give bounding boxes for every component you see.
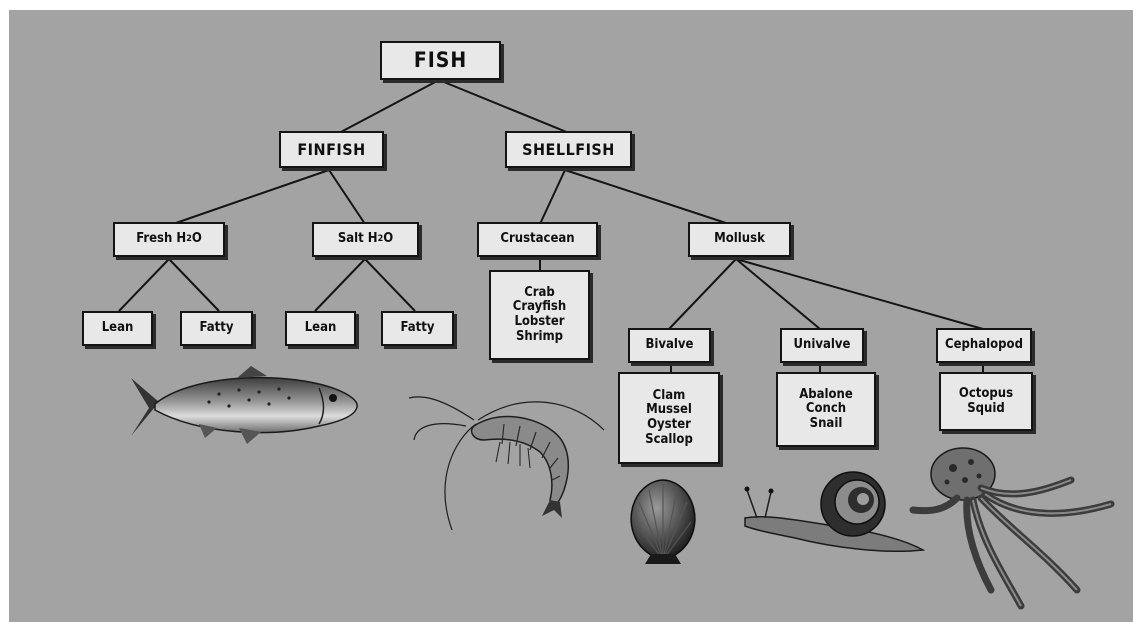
link-fish-shellfish [439, 80, 569, 133]
list-item: Scallop [645, 433, 693, 448]
list-item: Mussel [645, 403, 693, 418]
link-shellfish-crustacean [540, 170, 565, 224]
salt-water-suffix: O [383, 232, 393, 247]
node-finfish: FINFISH [279, 131, 384, 168]
scallop-shell-icon [625, 476, 701, 564]
node-fresh-fatty: Fatty [180, 311, 253, 346]
salt-water-label: Salt H [338, 232, 378, 247]
link-mollusk-univalve [736, 259, 820, 329]
fresh-water-suffix: O [192, 232, 202, 247]
node-fresh-lean: Lean [82, 311, 153, 346]
list-item: Snail [799, 417, 853, 432]
node-crustacean: Crustacean [477, 222, 598, 257]
fresh-water-label: Fresh H [136, 232, 186, 247]
list-item: Crayfish [513, 300, 566, 315]
list-item: Lobster [513, 315, 566, 330]
node-cephalopod: Cephalopod [936, 328, 1032, 363]
trout-icon [119, 362, 369, 452]
shrimp-icon [404, 380, 609, 540]
node-salt-lean: Lean [285, 311, 356, 346]
link-finfish-fresh [173, 170, 329, 224]
snail-icon [735, 468, 925, 558]
link-salt-fatty [365, 259, 415, 311]
node-univalve: Univalve [780, 328, 864, 363]
link-salt-lean [315, 259, 365, 311]
list-item: Octopus [959, 387, 1013, 402]
list-item: Shrimp [513, 330, 566, 345]
link-mollusk-bivalve [669, 259, 736, 329]
link-fresh-lean [119, 259, 169, 311]
list-item: Clam [645, 389, 693, 404]
link-shellfish-mollusk [565, 170, 729, 224]
list-item: Abalone [799, 388, 853, 403]
link-mollusk-cephalopod [736, 259, 983, 329]
link-finfish-salt [329, 170, 365, 224]
list-item: Squid [959, 402, 1013, 417]
node-shellfish: SHELLFISH [505, 131, 632, 168]
link-fish-finfish [339, 80, 439, 133]
list-item: Conch [799, 402, 853, 417]
node-mollusk: Mollusk [688, 222, 791, 257]
node-bivalve: Bivalve [628, 328, 711, 363]
node-fish: FISH [380, 41, 501, 80]
link-fresh-fatty [169, 259, 219, 311]
list-item: Crab [513, 286, 566, 301]
octopus-icon [901, 440, 1125, 610]
node-salt-fatty: Fatty [381, 311, 454, 346]
list-item: Oyster [645, 418, 693, 433]
